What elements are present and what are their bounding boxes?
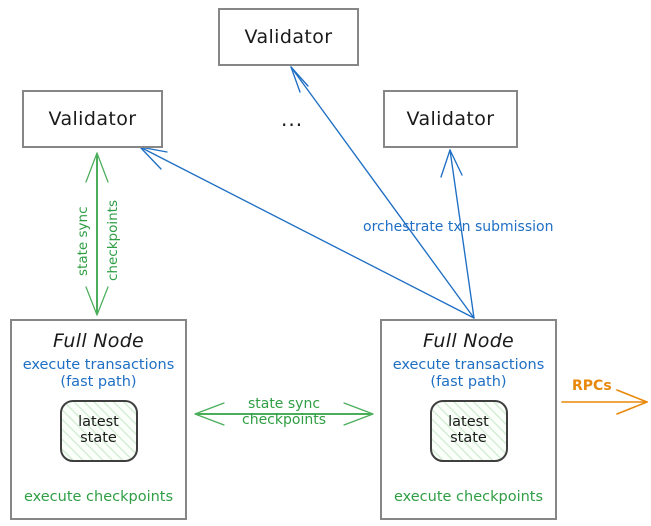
fullnode-left-state-line2: state — [80, 430, 117, 447]
node-validator-right[interactable]: Validator — [383, 90, 518, 148]
fullnode-right-subtitle: execute transactions (fast path) — [393, 357, 545, 391]
edge-state-sync-horizontal — [194, 402, 374, 426]
fullnode-left-subtitle-line1: execute transactions — [22, 357, 175, 373]
edge-label-orchestrate: orchestrate txn submission — [363, 219, 554, 235]
fullnode-right-state-line1: latest — [448, 414, 489, 431]
edge-state-sync-vertical — [85, 152, 109, 316]
edge-label-state-sync-vertical-line1: state sync — [75, 206, 91, 276]
fullnode-right-subtitle-line2: (fast path) — [430, 374, 507, 391]
edge-label-state-sync-vertical-line2: checkpoints — [105, 200, 121, 282]
node-validator-left[interactable]: Validator — [22, 90, 163, 148]
fullnode-right-state-line2: state — [450, 430, 487, 447]
edge-label-state-sync-horizontal-line1: state sync — [247, 396, 321, 412]
fullnode-left-state-box[interactable]: latest state — [59, 400, 138, 463]
edge-orchestrate-to-validator-top — [290, 66, 475, 319]
fullnode-right-subtitle-line1: execute transactions — [392, 357, 545, 373]
edge-label-state-sync-horizontal-line2: checkpoints — [242, 412, 326, 429]
fullnode-left-footer: execute checkpoints — [23, 489, 174, 505]
edge-label-state-sync-horizontal: state sync checkpoints — [234, 396, 334, 428]
edge-orchestrate-to-validator-right — [440, 149, 475, 319]
fullnode-left-state-line1: latest — [78, 414, 119, 431]
validator-right-label: Validator — [406, 108, 495, 130]
fullnode-left-title: Full Node — [52, 330, 145, 352]
fullnode-left-subtitle-line2: (fast path) — [60, 374, 137, 391]
validator-ellipsis: ... — [281, 107, 304, 131]
fullnode-left-subtitle: execute transactions (fast path) — [23, 357, 175, 391]
fullnode-right-footer: execute checkpoints — [393, 489, 544, 505]
node-validator-top[interactable]: Validator — [218, 8, 359, 66]
fullnode-right-state-box[interactable]: latest state — [429, 400, 508, 463]
validator-top-label: Validator — [244, 26, 333, 48]
edge-label-rpcs: RPCs — [572, 378, 612, 394]
node-fullnode-left[interactable]: Full Node execute transactions (fast pat… — [10, 319, 187, 520]
node-fullnode-right[interactable]: Full Node execute transactions (fast pat… — [380, 319, 557, 520]
fullnode-right-title: Full Node — [422, 330, 515, 352]
validator-left-label: Validator — [48, 108, 137, 130]
edge-rpcs — [561, 389, 648, 415]
